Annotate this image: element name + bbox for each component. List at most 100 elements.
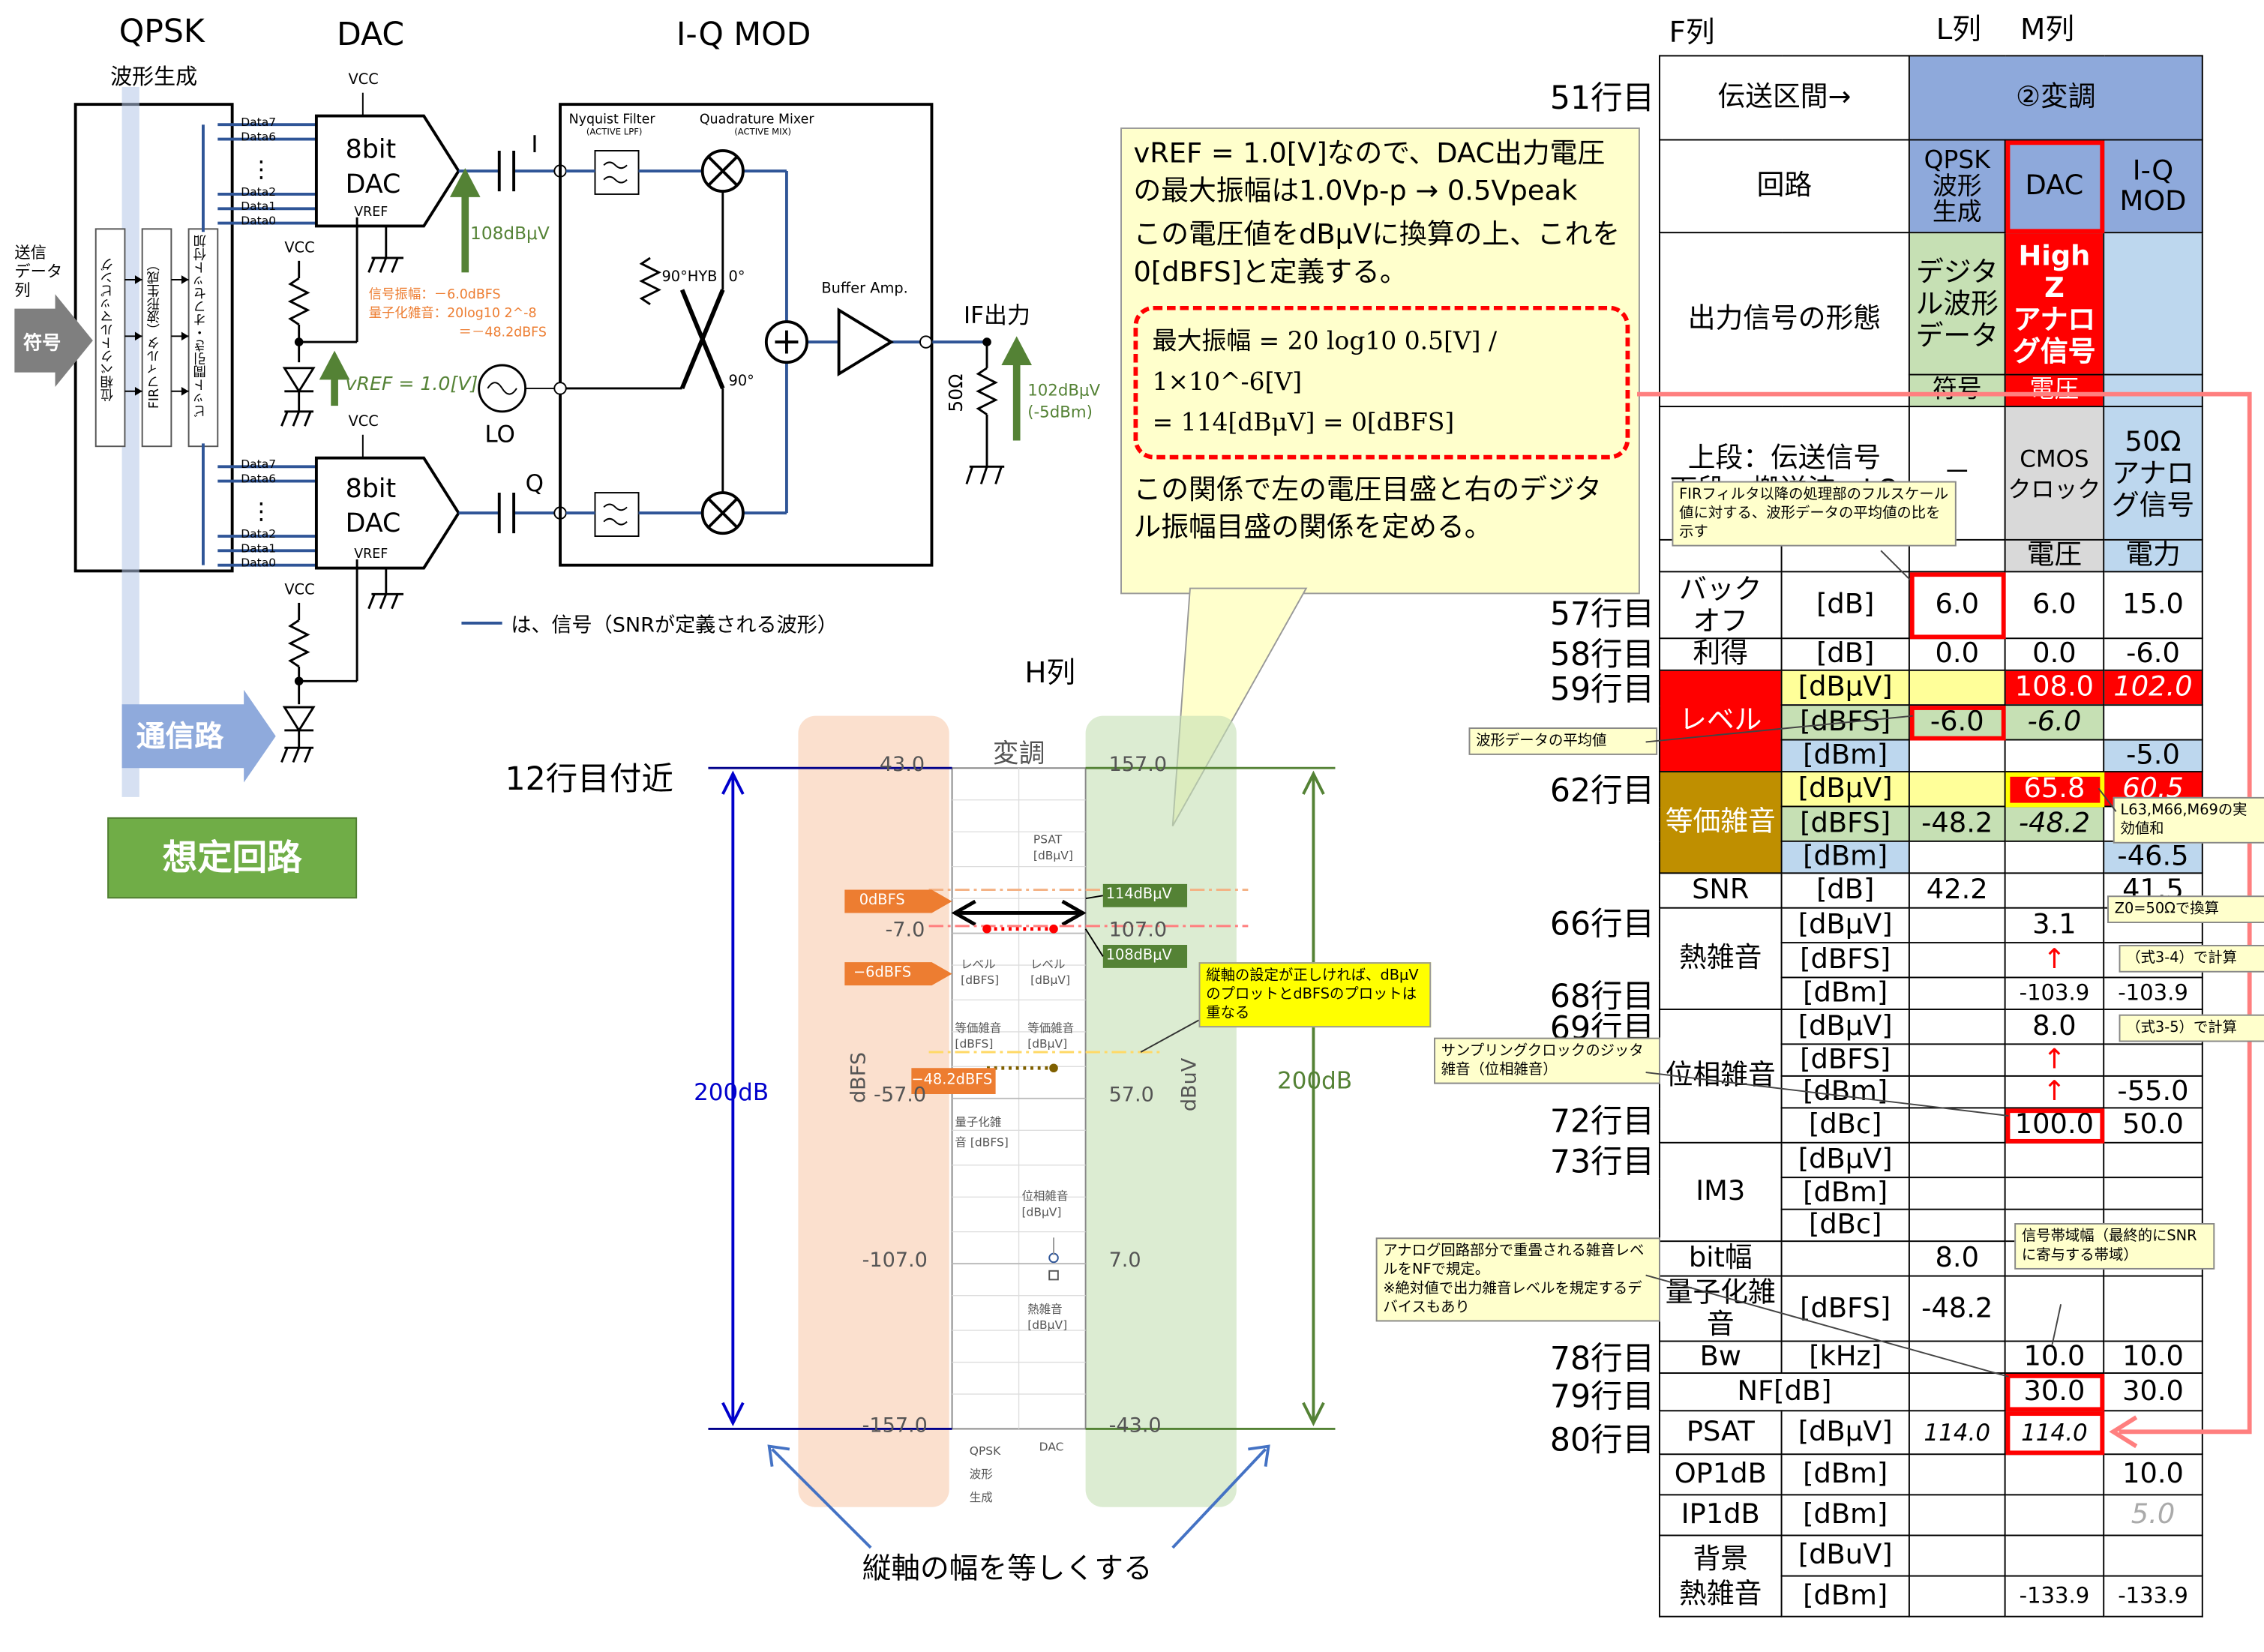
analog-callout: アナログ回路部分で重畳される雑音レベルをNFで規定。 ※絶対値で出力雑音レベルを… — [1375, 1237, 1660, 1322]
value-cell — [2103, 1043, 2203, 1077]
tag-108dbuv: 108dBμV — [1105, 947, 1172, 964]
note-line-2: この電圧値をdBμVに換算の上、これを0[dBFS]と定義する。 — [1133, 218, 1621, 289]
value-cell: -133.9 — [2103, 1575, 2203, 1618]
data-line: Data6 — [241, 472, 277, 486]
quad-mixer-label: Quadrature Mixer — [699, 112, 814, 128]
blank — [2103, 1534, 2203, 1577]
dbuv-axis-band — [1085, 715, 1237, 1507]
arrow-up-icon: ↑ — [2004, 1043, 2105, 1077]
value-cell: 10.0 — [2004, 1340, 2105, 1375]
unit: [dBm] — [1780, 1494, 1910, 1537]
unit: [dBμV] — [1780, 1141, 1910, 1179]
column-f-header: F列 — [1669, 14, 1715, 49]
tag-minus48dbfs: −48.2dBFS — [911, 1072, 993, 1089]
value-cell: 15.0 — [2103, 571, 2203, 640]
h-column-label: H列 — [1024, 655, 1076, 690]
vcc-label: VCC — [284, 582, 315, 599]
vref-equation: vREF = 1.0[V] — [345, 373, 478, 396]
row-label: 58行目 — [1549, 637, 1655, 674]
dac-title: DAC — [336, 17, 405, 54]
span-right-label: 200dB — [1277, 1066, 1353, 1095]
value-cell: 10.0 — [2103, 1340, 2203, 1375]
symbol-label: 符号 — [22, 333, 61, 355]
column-l-header: L列 — [1936, 11, 1981, 46]
value-cell — [1908, 840, 2006, 874]
level-102-label: 102dBμV (-5dBm) — [1027, 381, 1101, 422]
value-cell: 108.0 — [2004, 669, 2105, 706]
eq-noise-dbfs-label: 等価雑音 [dBFS] — [955, 1021, 1002, 1051]
column-dac-label: DAC — [1039, 1440, 1064, 1454]
value-cell — [1908, 1075, 2006, 1109]
row-label: 66行目 — [1549, 907, 1655, 944]
iq-form-cell-2 — [2103, 373, 2203, 408]
blank — [1908, 1534, 2006, 1577]
output-form-label: 出力信号の形態 — [1659, 232, 1910, 408]
level-diagram — [708, 766, 1336, 1549]
value-cell: 65.8 — [2004, 771, 2105, 808]
jitter-callout: サンプリングクロックのジッタ雑音（位相雑音） — [1434, 1037, 1660, 1084]
quant-noise-label: 量子化雑 音 [dBFS] — [955, 1116, 1009, 1150]
value-cell: -46.5 — [2103, 840, 2203, 874]
level-108-label: 108dBμV — [470, 223, 550, 244]
value-cell: -103.9 — [2004, 976, 2105, 1010]
value-cell — [1908, 771, 2006, 808]
svg-text:⋮: ⋮ — [250, 156, 273, 183]
unit: [dBFS] — [1780, 1275, 1910, 1342]
unit: [dB] — [1780, 571, 1910, 640]
z0-callout: Z0=50Ωで換算 — [2107, 895, 2264, 924]
row-label: 72行目 — [1549, 1104, 1655, 1141]
vcc-label: VCC — [348, 72, 379, 88]
bg-noise-label: 背景 熱雑音 — [1659, 1534, 1783, 1618]
unit: [dBFS] — [1780, 704, 1910, 741]
value-cell — [2004, 840, 2105, 874]
eq34-callout: （式3-4）で計算 — [2119, 944, 2264, 973]
left-tick: -7.0 — [885, 919, 925, 943]
value-cell: 3.1 — [2004, 907, 2105, 944]
data-line: Data2 — [241, 527, 277, 541]
value-cell — [2004, 1275, 2105, 1342]
data-line: Data7 — [241, 457, 277, 472]
row-label-column: 51行目 57行目 58行目 59行目 62行目 66行目 68行目 69行目 … — [1480, 55, 1654, 1634]
power-cell: 電力 — [2103, 538, 2203, 573]
quant-noise-value: ＝－48.2dBFS — [458, 325, 547, 341]
psat-label: PSAT [dBμV] — [1033, 833, 1073, 862]
value-cell: -5.0 — [2103, 739, 2203, 773]
row-label: 73行目 — [1549, 1144, 1655, 1181]
nyquist-filter-label: Nyquist Filter — [568, 112, 655, 128]
if-output-label: IF出力 — [964, 301, 1030, 329]
quad-mixer-sub: (ACTIVE MIX) — [734, 127, 792, 138]
unit: [dBc] — [1780, 1107, 1910, 1144]
deg90-label: 90° — [728, 373, 754, 390]
circuit-label: 回路 — [1659, 139, 1910, 234]
q-channel-label: Q — [525, 469, 544, 497]
unit: [dBm] — [1780, 739, 1910, 773]
psat-label: PSAT — [1659, 1410, 1783, 1456]
assumed-circuit-label: 想定回路 — [162, 837, 302, 879]
modulation-header-cell: ②変調 — [1908, 55, 2203, 141]
right-tick: 7.0 — [1108, 1249, 1141, 1273]
voltage-cell: 電圧 — [2004, 373, 2105, 408]
signal-amplitude-note: 信号振幅：－6.0dBFS — [368, 288, 501, 303]
unit: [dBFS] — [1780, 942, 1910, 979]
value-cell: -6.0 — [2004, 704, 2105, 741]
value-cell — [2004, 872, 2105, 909]
row-label: 51行目 — [1549, 81, 1655, 118]
unit: [dBμV] — [1780, 771, 1910, 808]
value-cell: -6.0 — [1908, 704, 2006, 741]
blank — [1908, 1208, 2006, 1243]
quant-label: 量子化雑 音 — [1659, 1275, 1783, 1342]
hyb-label: 90°HYB — [661, 269, 718, 286]
blank — [1908, 1453, 2006, 1496]
blank — [2004, 1453, 2105, 1496]
right-tick: 107.0 — [1108, 919, 1168, 943]
blank — [1780, 1240, 1910, 1277]
high-z-cell: High Z アナロ グ信号 — [2004, 232, 2105, 376]
right-tick: -43.0 — [1108, 1414, 1162, 1438]
thermal-label: 熱雑音 — [1659, 907, 1783, 1010]
backoff-label: バック オフ — [1659, 571, 1783, 640]
iq-mod-title: I-Q MOD — [676, 17, 811, 54]
left-tick: -107.0 — [862, 1249, 928, 1273]
eq-noise-label: 等価雑音 — [1659, 771, 1783, 874]
quant-noise-note: 量子化雑音：20log10 2^-8 — [368, 307, 537, 322]
